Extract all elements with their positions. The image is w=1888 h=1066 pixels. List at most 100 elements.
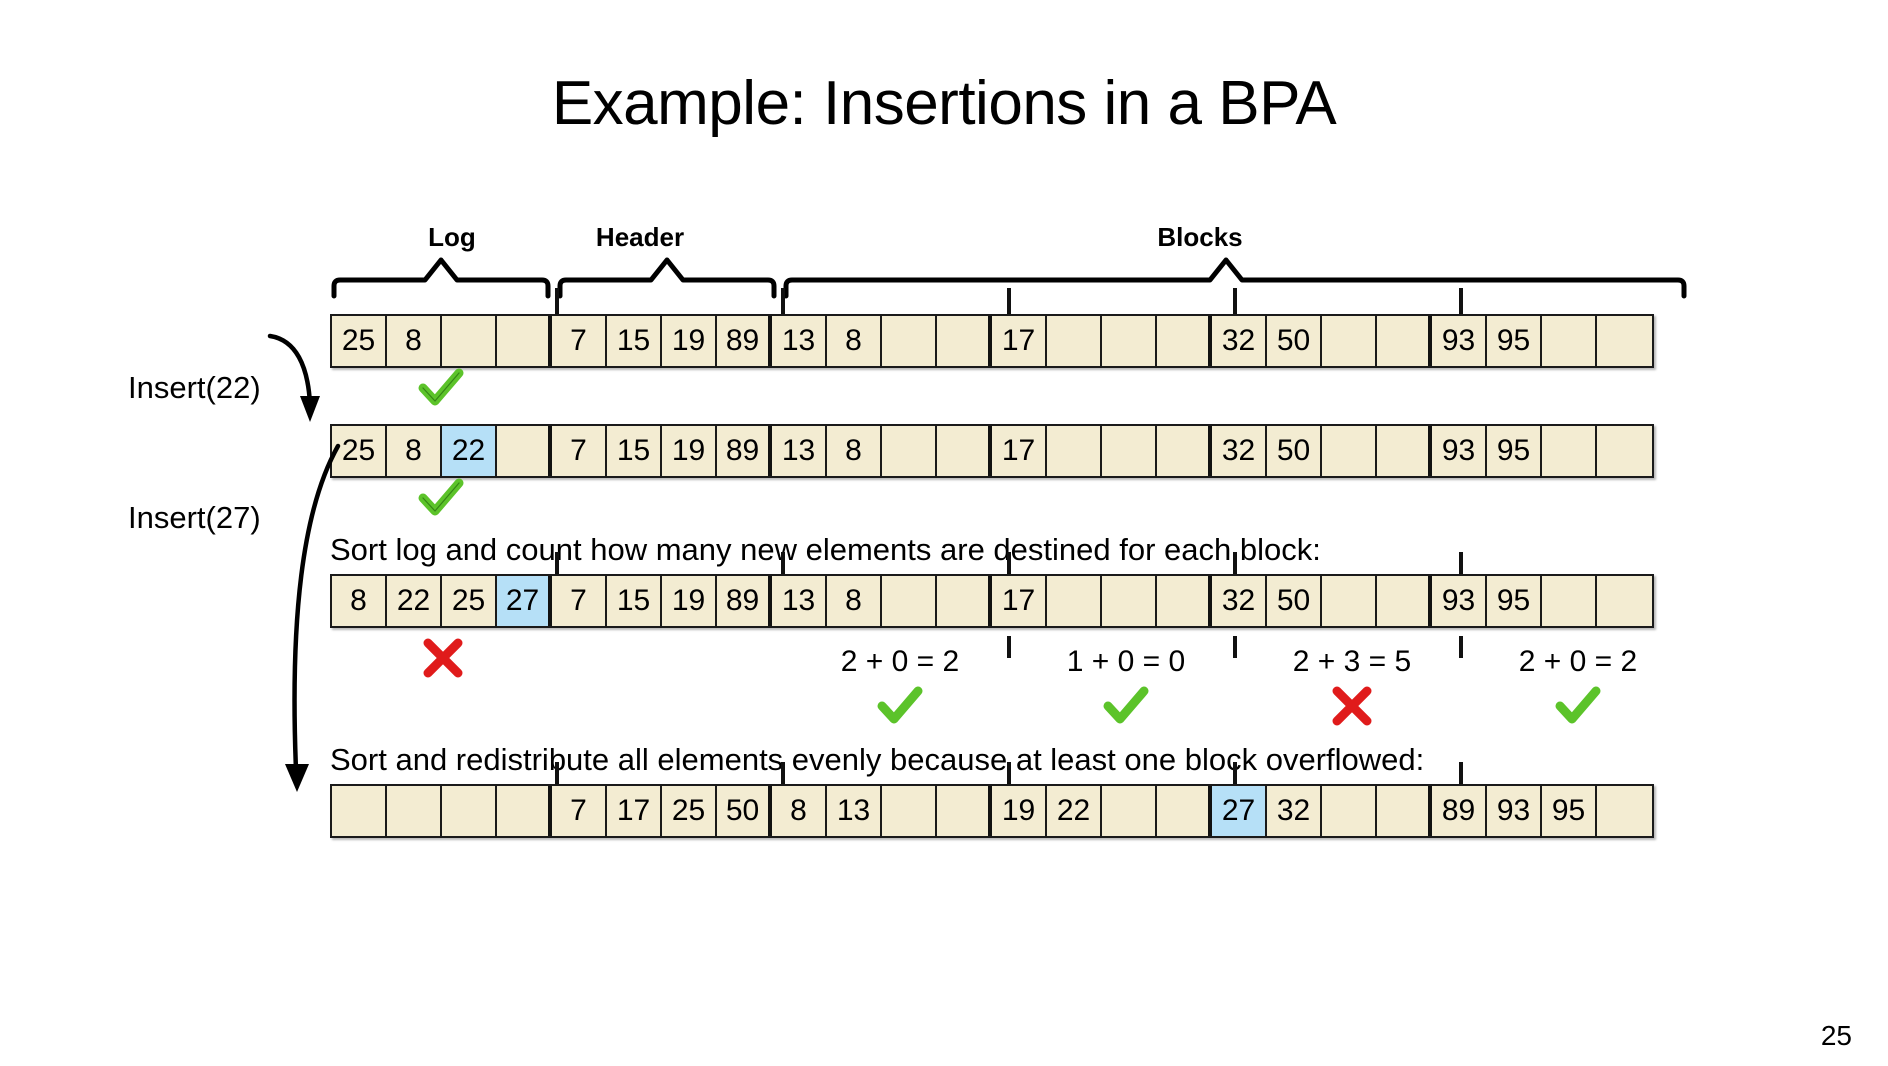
curved-arrow-icon-insert-27 (285, 443, 341, 792)
block-calc-4: 2 + 0 = 2 (1518, 645, 1638, 678)
boundary-tick-block2-block3 (1233, 288, 1237, 314)
array-cell (882, 316, 937, 366)
array-cell (1322, 316, 1377, 366)
array-cell (497, 316, 552, 366)
block-calc-2: 1 + 0 = 0 (1066, 645, 1186, 678)
check-icon-block-1 (877, 686, 923, 724)
array-cell (497, 786, 552, 836)
array-cell: 95 (1542, 786, 1597, 836)
boundary-tick-row4-log-header (555, 762, 559, 784)
label-insert-22: Insert(22) (128, 370, 261, 405)
boundary-tick-block3-block4 (1459, 288, 1463, 314)
array-cell: 95 (1487, 426, 1542, 476)
boundary-tick-row3-b1-b2 (1007, 552, 1011, 574)
array-cell: 93 (1432, 576, 1487, 626)
boundary-tick-log-header (555, 288, 559, 314)
array-cell (1157, 576, 1212, 626)
array-cell: 22 (387, 576, 442, 626)
array-cell (937, 576, 992, 626)
boundary-tick-row3-header-blocks (781, 552, 785, 574)
array-cell: 27 (1212, 786, 1267, 836)
array-cell: 19 (662, 316, 717, 366)
array-cell (1047, 576, 1102, 626)
boundary-tick-row3-b2-b3 (1233, 552, 1237, 574)
array-cell: 25 (332, 316, 387, 366)
array-cell: 25 (662, 786, 717, 836)
brace-group (331, 257, 1687, 299)
array-cell: 13 (827, 786, 882, 836)
array-cell (1102, 316, 1157, 366)
array-cell (1542, 426, 1597, 476)
array-cell (1102, 786, 1157, 836)
array-cell (387, 786, 442, 836)
array-cell: 8 (827, 316, 882, 366)
section-label-header: Header (595, 222, 685, 252)
array-cell: 17 (992, 316, 1047, 366)
array-cell: 89 (717, 576, 772, 626)
array-cell (1597, 786, 1652, 836)
array-cell (332, 786, 387, 836)
array-cell (882, 426, 937, 476)
array-cell: 50 (1267, 576, 1322, 626)
array-cell: 50 (1267, 426, 1322, 476)
boundary-tick-block1-block2 (1007, 288, 1011, 314)
array-cell: 15 (607, 316, 662, 366)
array-cell: 13 (772, 426, 827, 476)
array-cell: 50 (717, 786, 772, 836)
array-cell (1157, 426, 1212, 476)
array-cell: 8 (827, 426, 882, 476)
page-title: Example: Insertions in a BPA (551, 69, 1337, 138)
array-cell: 27 (497, 576, 552, 626)
array-cell (882, 576, 937, 626)
array-cell (937, 786, 992, 836)
boundary-tick-calc-b3-b4 (1459, 636, 1463, 658)
array-cell (1322, 426, 1377, 476)
array-cell: 95 (1487, 576, 1542, 626)
boundary-tick-row4-b1-b2 (1007, 762, 1011, 784)
block-calc-1: 2 + 0 = 2 (840, 645, 960, 678)
array-cell: 7 (552, 786, 607, 836)
array-cell: 19 (992, 786, 1047, 836)
boundary-tick-row4-header-blocks (781, 762, 785, 784)
array-cell (1047, 426, 1102, 476)
array-cell: 13 (772, 576, 827, 626)
boundary-tick-calc-b1-b2 (1007, 636, 1011, 658)
check-icon-block-4 (1555, 686, 1601, 724)
array-cell: 93 (1487, 786, 1542, 836)
array-cell (1322, 576, 1377, 626)
array-cell: 17 (992, 576, 1047, 626)
array-cell: 89 (717, 316, 772, 366)
array-cell: 25 (442, 576, 497, 626)
array-cell: 93 (1432, 426, 1487, 476)
array-cell: 15 (607, 426, 662, 476)
check-icon-log-row2 (418, 478, 464, 516)
array-cell (497, 426, 552, 476)
array-cell: 17 (992, 426, 1047, 476)
array-cell: 7 (552, 316, 607, 366)
array-cell: 8 (387, 316, 442, 366)
array-cell: 32 (1212, 576, 1267, 626)
array-cell: 19 (662, 576, 717, 626)
array-cell (442, 786, 497, 836)
array-cell: 95 (1487, 316, 1542, 366)
section-label-log: Log (428, 222, 476, 252)
array-cell: 7 (552, 426, 607, 476)
label-insert-27: Insert(27) (128, 500, 261, 535)
cross-icon-log-row3 (423, 638, 463, 678)
array-cell: 15 (607, 576, 662, 626)
array-cell: 19 (662, 426, 717, 476)
array-cell: 13 (772, 316, 827, 366)
array-cell (1047, 316, 1102, 366)
block-calc-3: 2 + 3 = 5 (1292, 645, 1412, 678)
array-cell: 50 (1267, 316, 1322, 366)
section-label-blocks: Blocks (1157, 222, 1243, 252)
array-cell (1322, 786, 1377, 836)
array-cell: 8 (332, 576, 387, 626)
array-cell: 8 (387, 426, 442, 476)
array-cell (1597, 316, 1652, 366)
array-cell (1377, 786, 1432, 836)
